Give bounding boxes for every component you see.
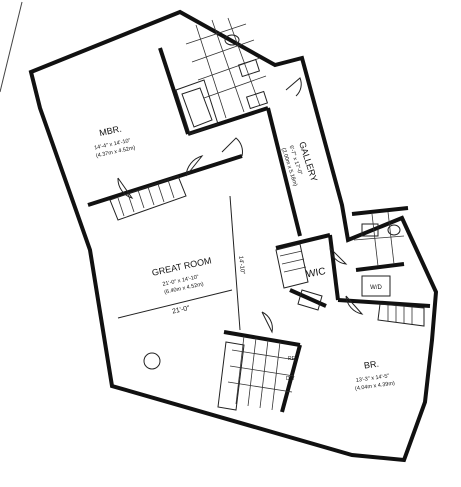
- ref-label: REF: [288, 356, 298, 362]
- mbr-label-group: MBR. 14'-4" x 14'-10" (4.37m x 4.52m): [94, 124, 136, 160]
- wd-box: [361, 275, 391, 297]
- great-room-name: GREAT ROOM: [151, 255, 212, 277]
- sink: [237, 58, 261, 78]
- edge-line: [0, 1, 23, 93]
- wic-label: WIC: [305, 266, 326, 280]
- mbr-name: MBR.: [98, 124, 122, 138]
- dw-label: DW: [286, 376, 295, 382]
- br-closet: [377, 303, 425, 327]
- br-name: BR.: [363, 359, 379, 371]
- master-bath-tiles: [185, 17, 267, 119]
- br-dim-ft: 13'-3" x 14'-5": [356, 373, 390, 384]
- gallery-name: GALLERY: [297, 140, 319, 182]
- column: [143, 352, 161, 370]
- toilet: [224, 34, 240, 46]
- bathtub: [175, 79, 219, 135]
- sink: [245, 90, 269, 110]
- great-room-depth-line: [229, 195, 241, 331]
- great-room-width-label: 21'-0": [172, 305, 191, 316]
- door-swings: [117, 77, 364, 334]
- br-dim-m: (4.04m x 4.39m): [355, 381, 396, 393]
- second-bath: [353, 211, 405, 267]
- great-room-width-line: [117, 289, 233, 319]
- kitchen-tiles: [227, 335, 297, 411]
- wic-shelving: [275, 243, 323, 311]
- wd-label: W/D: [370, 285, 382, 291]
- great-room-label-group: GREAT ROOM 21'-0" x 14'-10" (6.40m x 4.5…: [151, 255, 212, 295]
- interior-walls: [87, 47, 431, 413]
- outer-wall: [28, 9, 439, 463]
- kitchen-counter: [217, 341, 245, 411]
- great-room-depth-label: 14'-10": [237, 256, 245, 275]
- br-label-group: BR. 13'-3" x 14'-5" (4.04m x 4.39m): [355, 359, 396, 393]
